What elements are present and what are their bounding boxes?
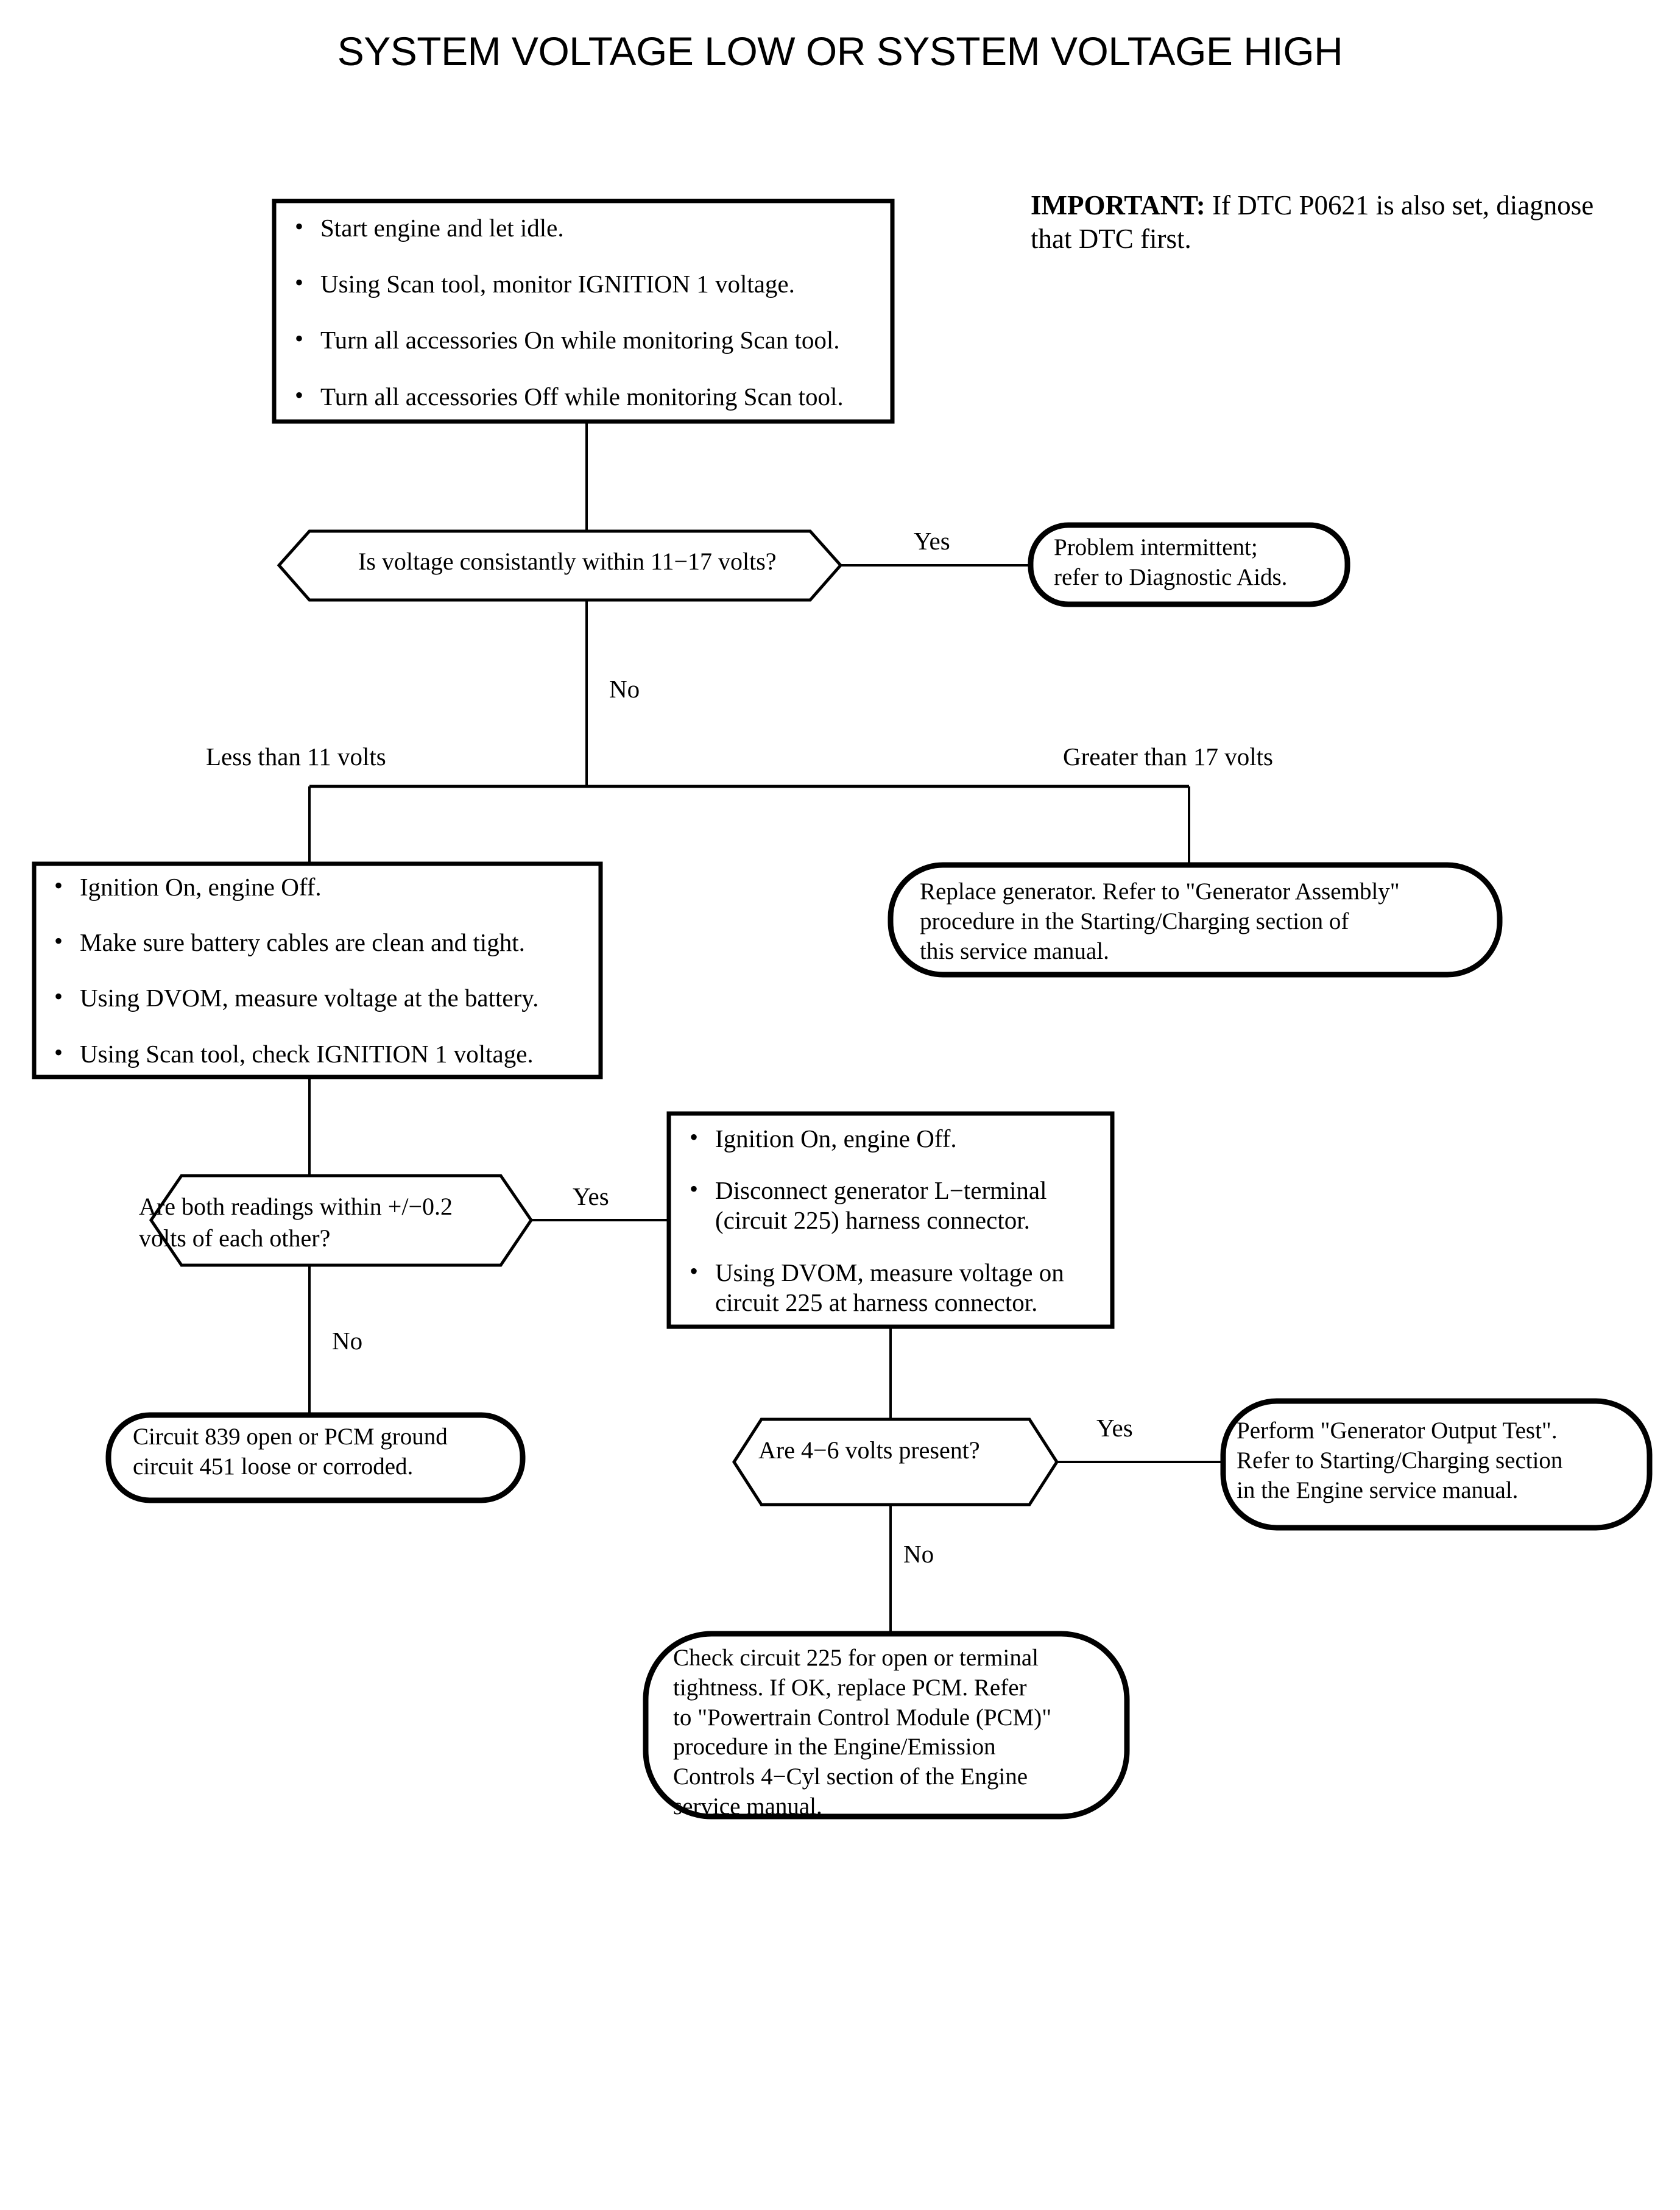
terminal1-line: refer to Diagnostic Aids. (1054, 563, 1288, 590)
terminal4-line: Perform "Generator Output Test". (1237, 1417, 1558, 1444)
node-step1-shape (272, 199, 895, 424)
list-item: Disconnect generator L−terminal (circuit… (681, 1174, 1101, 1235)
node-step2-shape (32, 861, 603, 1079)
list-item: Make sure battery cables are clean and t… (46, 927, 600, 958)
node-step1-bullets: Start engine and let idle. Using Scan to… (286, 212, 859, 438)
list-item: Using Scan tool, check IGNITION 1 voltag… (46, 1038, 600, 1069)
terminal4-line: Refer to Starting/Charging section (1237, 1447, 1563, 1474)
node-terminal1-shape (1028, 522, 1350, 607)
edge-label-yes-decision3: Yes (1096, 1414, 1133, 1442)
edge-label-greater-than: Greater than 17 volts (1063, 743, 1273, 771)
edge-label-no-decision3: No (903, 1540, 934, 1568)
node-terminal3-label: Circuit 839 open or PCM ground circuit 4… (133, 1422, 510, 1482)
important-note: IMPORTANT: If DTC P0621 is also set, dia… (1031, 189, 1634, 256)
terminal3-line: Circuit 839 open or PCM ground (133, 1424, 448, 1450)
terminal4-line: in the Engine service manual. (1237, 1477, 1519, 1503)
node-decision3-shape (732, 1417, 1059, 1506)
edge-label-yes-decision2: Yes (573, 1182, 609, 1210)
node-terminal3-shape (105, 1412, 526, 1503)
terminal5-line: Controls 4−Cyl section of the Engine (673, 1763, 1028, 1790)
node-terminal5-label: Check circuit 225 for open or terminal t… (673, 1643, 1093, 1822)
node-decision3-label: Are 4−6 volts present? (758, 1436, 980, 1464)
edge-label-no-decision1: No (609, 675, 640, 703)
node-decision2-label: Are both readings within +/−0.2 volts of… (139, 1191, 529, 1254)
terminal5-line: procedure in the Engine/Emission (673, 1734, 996, 1760)
important-label: IMPORTANT: (1031, 190, 1205, 221)
terminal3-line: circuit 451 loose or corroded. (133, 1453, 414, 1480)
page-title: SYSTEM VOLTAGE LOW OR SYSTEM VOLTAGE HIG… (337, 29, 1343, 74)
edge-label-less-than: Less than 11 volts (206, 743, 386, 771)
important-text: If DTC P0621 is also set, diagnose that … (1031, 190, 1594, 254)
list-item: Using DVOM, measure voltage at the batte… (46, 982, 600, 1013)
list-item: Ignition On, engine Off. (681, 1123, 1101, 1154)
list-item: Using DVOM, measure voltage on circuit 2… (681, 1257, 1101, 1318)
list-item: Start engine and let idle. (286, 212, 859, 243)
node-step3-shape (666, 1111, 1115, 1329)
node-terminal4-shape (1220, 1398, 1653, 1531)
decision2-line: volts of each other? (139, 1224, 331, 1252)
node-decision1-label: Is voltage consistantly within 11−17 vol… (358, 548, 777, 575)
edge-label-yes-decision1: Yes (914, 527, 950, 555)
terminal2-line: procedure in the Starting/Charging secti… (920, 908, 1349, 934)
list-item: Turn all accessories Off while monitorin… (286, 381, 859, 412)
node-step2-bullets: Ignition On, engine Off. Make sure batte… (46, 871, 600, 1095)
terminal1-line: Problem intermittent; (1054, 534, 1258, 560)
node-terminal2-label: Replace generator. Refer to "Generator A… (920, 877, 1498, 966)
terminal2-line: Replace generator. Refer to "Generator A… (920, 878, 1400, 905)
list-item: Turn all accessories On while monitoring… (286, 324, 859, 355)
node-terminal4-label: Perform "Generator Output Test". Refer t… (1237, 1416, 1632, 1505)
terminal5-line: Check circuit 225 for open or terminal (673, 1645, 1039, 1671)
list-item: Ignition On, engine Off. (46, 871, 600, 902)
terminal2-line: this service manual. (920, 937, 1109, 964)
terminal5-line: tightness. If OK, replace PCM. Refer (673, 1674, 1027, 1701)
node-terminal1-label: Problem intermittent; refer to Diagnosti… (1054, 533, 1371, 593)
edge-label-no-decision2: No (332, 1327, 363, 1355)
terminal5-line: service manual. (673, 1793, 822, 1820)
list-item: Using Scan tool, monitor IGNITION 1 volt… (286, 268, 859, 299)
node-step3-bullets: Ignition On, engine Off. Disconnect gene… (681, 1123, 1101, 1340)
node-terminal2-shape (888, 862, 1503, 978)
node-decision1-shape (277, 529, 843, 602)
terminal5-line: to "Powertrain Control Module (PCM)" (673, 1704, 1052, 1731)
node-decision2-shape (149, 1174, 534, 1267)
node-terminal5-shape (643, 1631, 1130, 1820)
decision2-line: Are both readings within +/−0.2 (139, 1193, 453, 1220)
